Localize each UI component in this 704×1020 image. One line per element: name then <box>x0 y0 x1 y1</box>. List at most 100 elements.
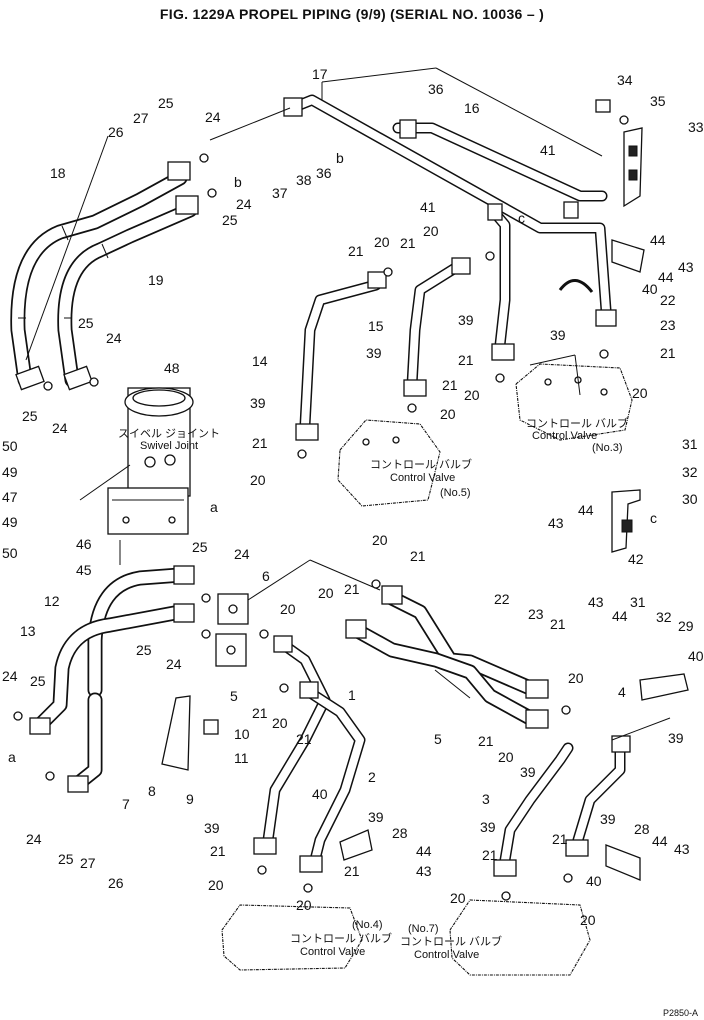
pipe-16 <box>392 119 608 202</box>
callout-10: 10 <box>234 726 250 742</box>
callout-9: 9 <box>186 791 194 807</box>
callout-22: 22 <box>660 292 676 308</box>
page-code: P2850-A <box>662 1008 698 1018</box>
callout-40: 40 <box>312 786 328 802</box>
callout-25: 25 <box>158 95 174 111</box>
callout-40: 40 <box>586 873 602 889</box>
callout-33: 33 <box>688 119 704 135</box>
callout-42: 42 <box>628 551 644 567</box>
callout-39: 39 <box>368 809 384 825</box>
bracket-30 <box>611 489 641 553</box>
bracket-29-40 <box>339 673 689 881</box>
callout-19: 19 <box>148 272 164 288</box>
figure-title: FIG. 1229A PROPEL PIPING (9/9) (SERIAL N… <box>159 6 545 22</box>
callout-47: 47 <box>2 489 18 505</box>
callout-24: 24 <box>234 546 250 562</box>
callout-8: 8 <box>148 783 156 799</box>
callout-49: 49 <box>2 464 18 480</box>
callout-39: 39 <box>480 819 496 835</box>
callout-20: 20 <box>318 585 334 601</box>
callout-21: 21 <box>552 831 568 847</box>
block-6 <box>215 593 249 667</box>
callout-39: 39 <box>366 345 382 361</box>
leader-lines-lower <box>79 464 671 741</box>
callout-28: 28 <box>634 821 650 837</box>
callout-4: 4 <box>618 684 626 700</box>
callout-21: 21 <box>458 352 474 368</box>
hose-19 <box>57 202 198 388</box>
callout-31: 31 <box>682 436 698 452</box>
label-c: c <box>650 510 657 526</box>
callout-43: 43 <box>548 515 564 531</box>
callout-1: 1 <box>348 687 356 703</box>
cv4-jp-label: コントロール バルブ <box>290 931 392 945</box>
o-rings <box>13 153 609 901</box>
callout-50: 50 <box>2 438 18 454</box>
callout-25: 25 <box>78 315 94 331</box>
callout-49: 49 <box>2 514 18 530</box>
callout-20: 20 <box>568 670 584 686</box>
callout-46: 46 <box>76 536 92 552</box>
callout-21: 21 <box>296 731 312 747</box>
control-valve-no7 <box>449 899 591 976</box>
callout-43: 43 <box>674 841 690 857</box>
control-valve-no4 <box>221 904 363 971</box>
callout-44: 44 <box>658 269 674 285</box>
callout-31: 31 <box>630 594 646 610</box>
callout-25: 25 <box>222 212 238 228</box>
callout-32: 32 <box>682 464 698 480</box>
label-b: b <box>336 150 344 166</box>
callout-18: 18 <box>50 165 66 181</box>
callout-24: 24 <box>106 330 122 346</box>
callout-15: 15 <box>368 318 384 334</box>
callout-20: 20 <box>374 234 390 250</box>
cv7-no-label: (No.7) <box>408 923 439 935</box>
callout-14: 14 <box>252 353 268 369</box>
hose-13 <box>32 604 188 733</box>
control-valve-no3 <box>515 363 633 441</box>
bracket-33 <box>595 99 643 208</box>
callout-39: 39 <box>204 820 220 836</box>
callout-28: 28 <box>392 825 408 841</box>
callout-39: 39 <box>600 811 616 827</box>
callout-40: 40 <box>688 648 704 664</box>
callout-24: 24 <box>52 420 68 436</box>
callout-24: 24 <box>26 831 42 847</box>
callout-27: 27 <box>80 855 96 871</box>
callout-36: 36 <box>316 165 332 181</box>
callout-5: 5 <box>230 688 238 704</box>
callout-32: 32 <box>656 609 672 625</box>
label-b: b <box>234 174 242 190</box>
callout-20: 20 <box>632 385 648 401</box>
callout-23: 23 <box>660 317 676 333</box>
callout-26: 26 <box>108 875 124 891</box>
callout-21: 21 <box>252 435 268 451</box>
callout-21: 21 <box>410 548 426 564</box>
callout-21: 21 <box>442 377 458 393</box>
callout-34: 34 <box>617 72 633 88</box>
callout-16: 16 <box>464 100 480 116</box>
cv3-no-label: (No.3) <box>592 442 623 454</box>
callout-20: 20 <box>280 601 296 617</box>
callout-2: 2 <box>368 769 376 785</box>
label-a: a <box>8 749 16 765</box>
callout-25: 25 <box>136 642 152 658</box>
callout-39: 39 <box>250 395 266 411</box>
callout-38: 38 <box>296 172 312 188</box>
cv4-no-label: (No.4) <box>352 919 383 931</box>
hose-18 <box>10 170 188 388</box>
callout-24: 24 <box>166 656 182 672</box>
callout-20: 20 <box>296 897 312 913</box>
callout-25: 25 <box>58 851 74 867</box>
callout-39: 39 <box>520 764 536 780</box>
swivel-joint-en-label: Swivel Joint <box>140 440 198 452</box>
pipe-17 <box>283 94 612 316</box>
callout-21: 21 <box>550 616 566 632</box>
callout-25: 25 <box>22 408 38 424</box>
callout-7: 7 <box>122 796 130 812</box>
pipe-3 <box>493 742 574 877</box>
callout-29: 29 <box>678 618 694 634</box>
callout-30: 30 <box>682 491 698 507</box>
callout-24: 24 <box>2 668 18 684</box>
callout-43: 43 <box>416 863 432 879</box>
